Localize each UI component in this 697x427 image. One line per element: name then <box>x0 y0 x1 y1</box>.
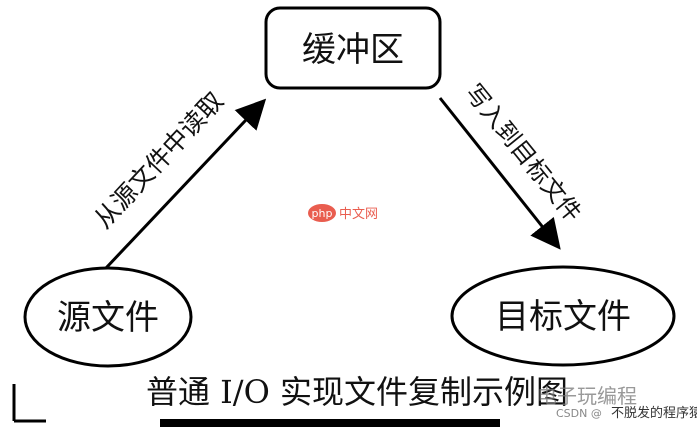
php-logo-text: php <box>312 207 333 220</box>
write-edge: 写入到目标文件 <box>438 79 587 250</box>
buffer-label: 缓冲区 <box>302 30 404 70</box>
buffer-node: 缓冲区 <box>264 6 442 90</box>
target-ellipse <box>450 265 676 367</box>
source-node: 源文件 <box>23 266 193 368</box>
php-logo-badge <box>308 204 336 222</box>
write-arrow <box>438 97 561 250</box>
author-watermark: 电子玩编程 <box>537 384 637 408</box>
read-edge: 从源文件中读取 <box>88 86 267 270</box>
csdn-prefix: CSDN @ <box>556 407 602 420</box>
caption-underline <box>160 419 500 427</box>
figure-caption: 普通 I/O 实现文件复制示例图 <box>146 373 568 411</box>
read-arrow <box>104 98 267 270</box>
php-site-text: 中文网 <box>339 207 378 222</box>
csdn-watermark: CSDN @ 不脱发的程序猿 <box>556 405 697 421</box>
php-watermark: php 中文网 <box>308 204 378 222</box>
buffer-box <box>264 6 442 90</box>
target-node: 目标文件 <box>450 265 676 367</box>
csdn-name: 不脱发的程序猿 <box>611 405 697 421</box>
corner-mark <box>12 384 46 423</box>
source-label: 源文件 <box>57 298 159 338</box>
target-label: 目标文件 <box>495 297 631 337</box>
